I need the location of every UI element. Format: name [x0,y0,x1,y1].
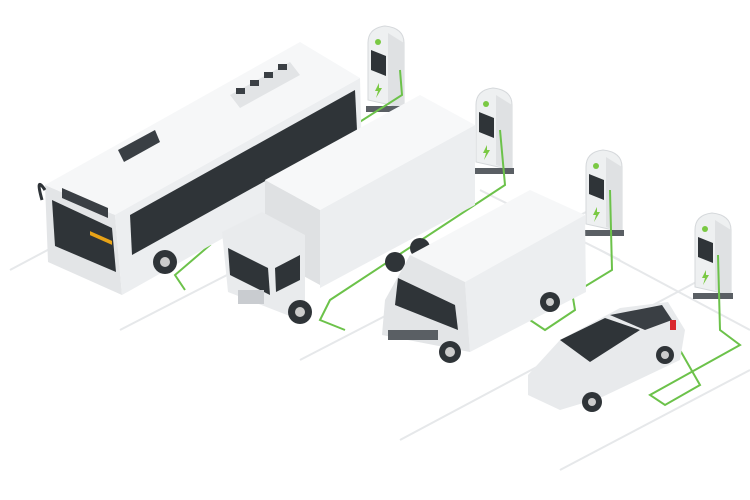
charger-screen [698,237,713,263]
lightning-bolt-icon [375,83,382,98]
charging-station [366,25,406,112]
van [382,190,586,363]
van-windshield [395,278,458,330]
bus-roof-hatch [118,130,160,162]
van-cable [528,189,614,332]
bus-destination-display [90,231,112,245]
truck [222,95,475,324]
car-windshield [560,318,640,362]
car-cable [648,254,742,407]
charging-station [474,87,514,174]
car-taillight [670,320,676,330]
bus-windshield [52,200,116,272]
lightning-bolt-icon [483,145,490,160]
bus [37,42,362,295]
charging-station [584,149,624,236]
truck-windshield [228,248,270,295]
charger-screen [589,174,604,200]
charging-station [693,212,733,299]
charger-screen [479,112,494,138]
lightning-bolt-icon [702,270,709,285]
lightning-bolt-icon [593,207,600,222]
car [528,302,685,412]
bus-side-windows [130,90,357,255]
charger-screen [371,50,386,76]
truck-cable [318,129,507,331]
